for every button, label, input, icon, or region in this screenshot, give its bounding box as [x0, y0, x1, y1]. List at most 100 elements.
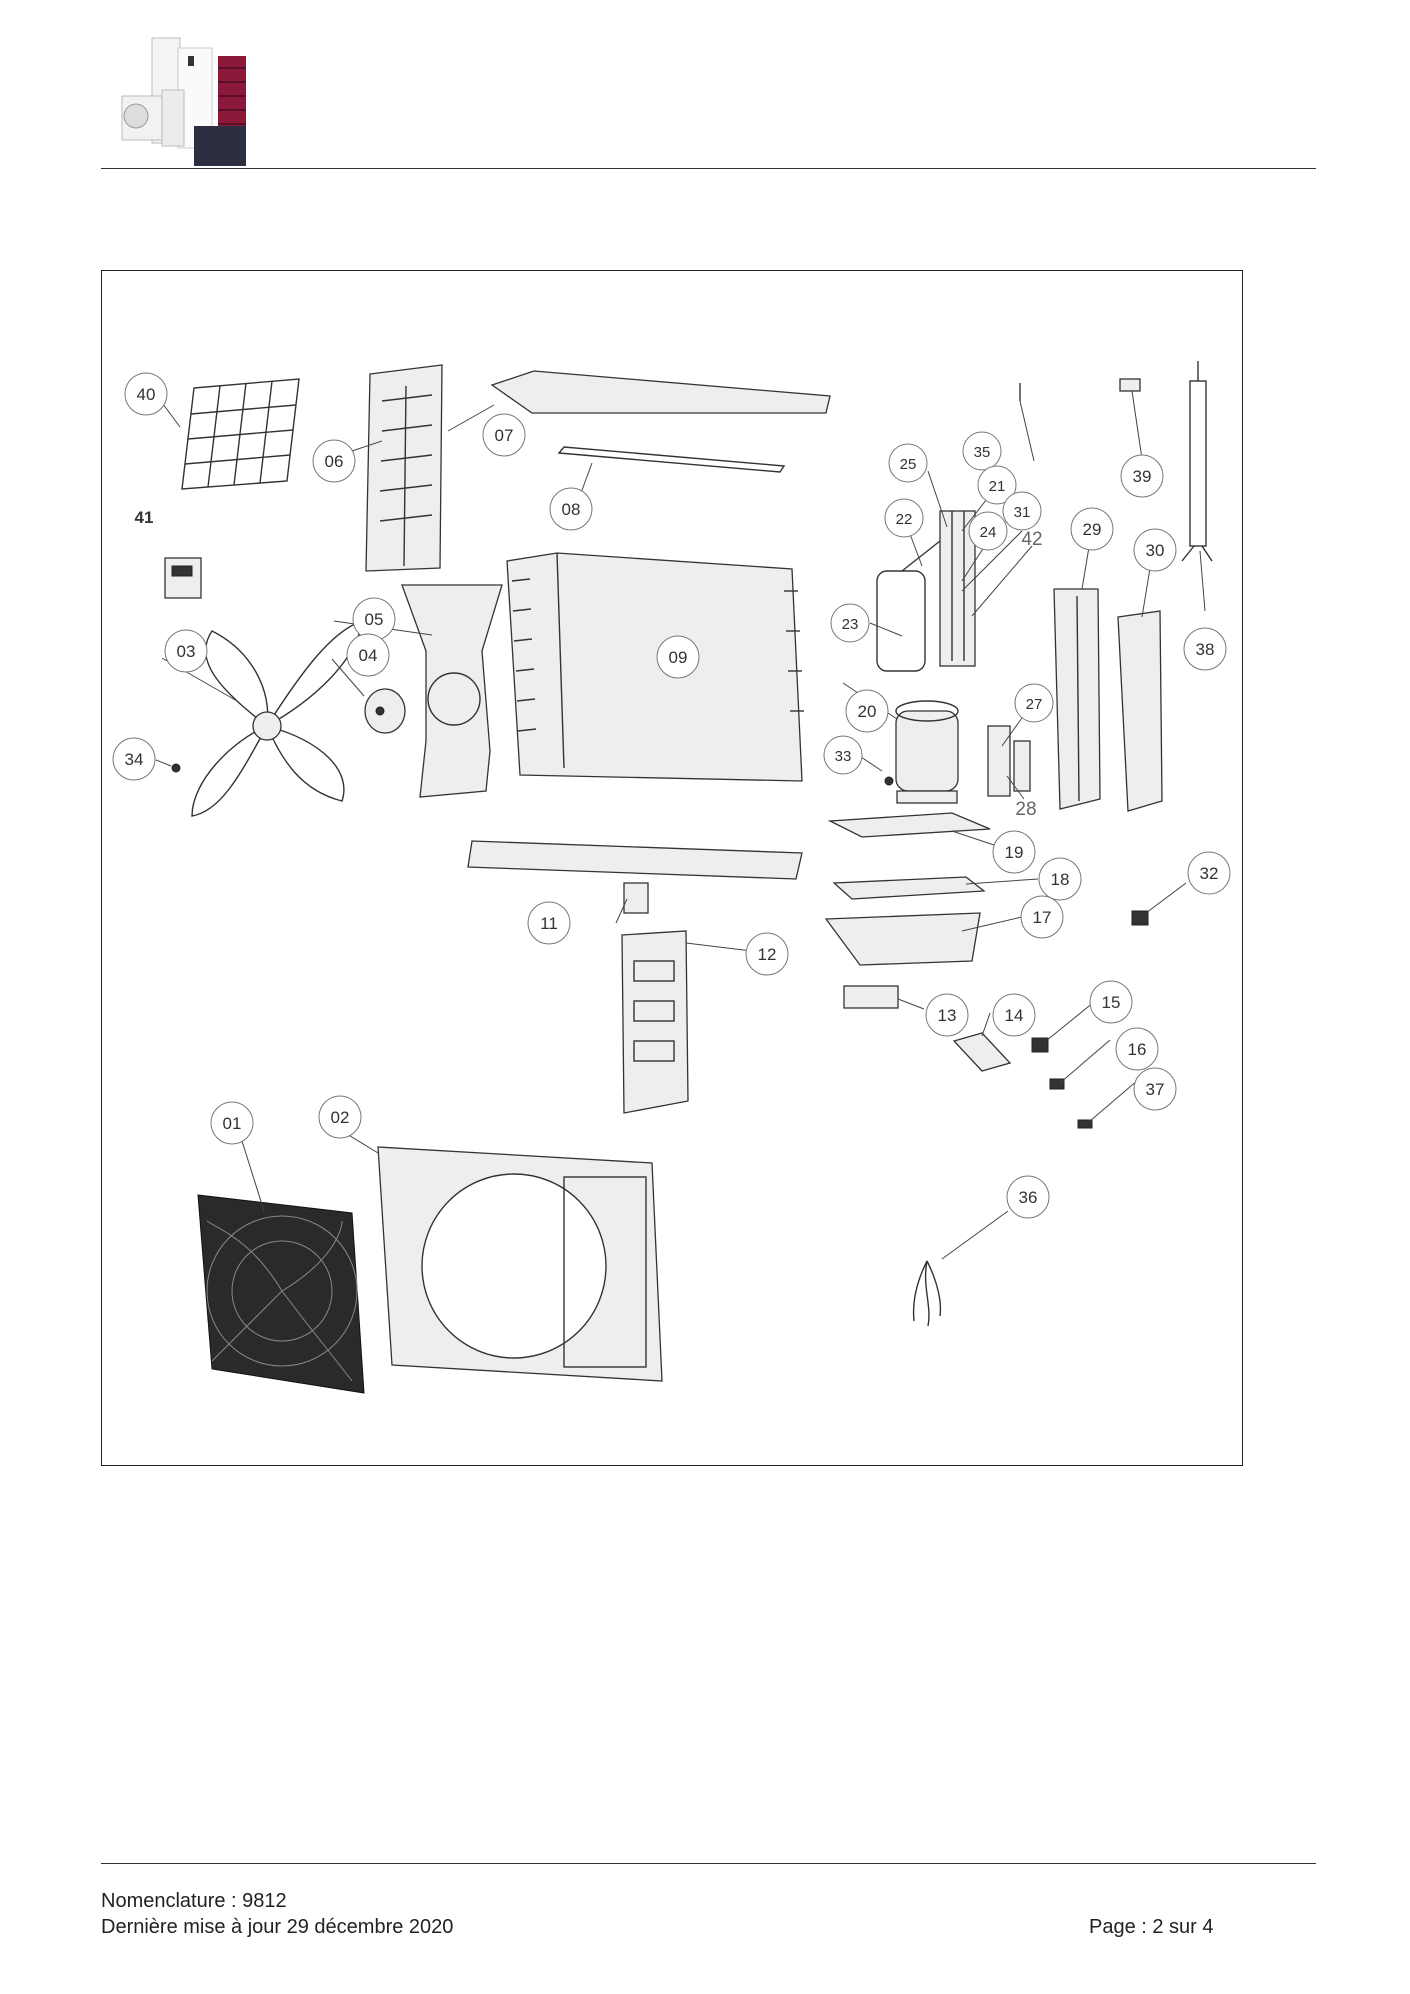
svg-text:23: 23 [842, 616, 859, 633]
part-sensor-cable-38 [1181, 361, 1213, 562]
part-bar-08 [557, 446, 786, 473]
part-heat-exchanger-09 [506, 552, 804, 782]
svg-text:33: 33 [835, 748, 852, 765]
callout-18: 18 [1038, 857, 1082, 901]
svg-text:22: 22 [896, 511, 913, 528]
callout-06: 06 [312, 439, 356, 483]
callout-30: 30 [1133, 528, 1177, 572]
svg-text:34: 34 [125, 750, 144, 769]
svg-text:16: 16 [1128, 1040, 1147, 1059]
svg-text:14: 14 [1005, 1006, 1024, 1025]
callout-37: 37 [1133, 1067, 1177, 1111]
callout-39: 39 [1120, 454, 1164, 498]
svg-text:36: 36 [1019, 1188, 1038, 1207]
svg-text:24: 24 [980, 524, 997, 541]
svg-text:17: 17 [1033, 908, 1052, 927]
svg-text:30: 30 [1146, 541, 1165, 560]
part-board-19 [827, 812, 991, 838]
part-front-grille-01 [197, 1194, 365, 1394]
svg-text:35: 35 [974, 444, 991, 461]
last-updated: Dernière mise à jour 29 décembre 2020 [101, 1916, 454, 1938]
svg-text:02: 02 [331, 1108, 350, 1127]
callout-17: 17 [1020, 895, 1064, 939]
svg-text:38: 38 [1196, 640, 1215, 659]
header-rule [101, 168, 1316, 169]
svg-text:04: 04 [359, 646, 378, 665]
page-number: Page : 2 sur 4 [1089, 1916, 1214, 1938]
part-board-14 [952, 1032, 1012, 1072]
svg-text:09: 09 [669, 648, 688, 667]
callout-24: 24 [968, 511, 1008, 551]
callout-05: 05 [352, 597, 396, 641]
callout-14: 14 [992, 993, 1036, 1037]
callout-03: 03 [164, 629, 208, 673]
callout-13: 13 [925, 993, 969, 1037]
callout-34: 34 [112, 737, 156, 781]
callout-07: 07 [482, 413, 526, 457]
part-valve-assembly [876, 383, 1021, 672]
svg-text:28: 28 [1015, 799, 1036, 820]
part-switch-32 [1131, 910, 1149, 926]
callout-21: 21 [977, 465, 1017, 505]
svg-text:20: 20 [858, 702, 877, 721]
part-front-panel-02 [377, 1146, 663, 1382]
leader-lines [145, 380, 1206, 1260]
exploded-view-diagram: 40 06 07 08 41 05 03 04 09 34 25 35 21 2… [101, 270, 1243, 1466]
svg-text:40: 40 [137, 385, 156, 404]
callout-16: 16 [1115, 1027, 1159, 1071]
svg-text:19: 19 [1005, 843, 1024, 862]
callout-38: 38 [1183, 627, 1227, 671]
callout-02: 02 [318, 1095, 362, 1139]
svg-text:41: 41 [135, 508, 154, 527]
part-partition-12 [621, 930, 689, 1114]
svg-text:37: 37 [1146, 1080, 1165, 1099]
part-sensor-15 [1031, 1037, 1049, 1053]
svg-text:21: 21 [989, 478, 1006, 495]
callout-23: 23 [830, 603, 870, 643]
part-nut-34 [171, 763, 181, 773]
svg-text:01: 01 [223, 1114, 242, 1133]
callout-25: 25 [888, 443, 928, 483]
callout-42: 42 [1021, 529, 1042, 550]
svg-text:07: 07 [495, 426, 514, 445]
svg-text:32: 32 [1200, 864, 1219, 883]
part-base-pan [467, 840, 803, 880]
part-compressor-20 [895, 700, 959, 804]
part-motor-bracket-05 [401, 584, 503, 798]
callout-22: 22 [884, 498, 924, 538]
part-brackets-27-28 [987, 725, 1031, 797]
callout-33: 33 [823, 735, 863, 775]
footer-rule [101, 1863, 1316, 1864]
callout-31: 31 [1002, 491, 1042, 531]
callout-27: 27 [1014, 683, 1054, 723]
svg-text:18: 18 [1051, 870, 1070, 889]
svg-text:42: 42 [1021, 529, 1042, 550]
svg-text:06: 06 [325, 452, 344, 471]
part-side-panel-29 [1053, 588, 1101, 810]
callout-36: 36 [1006, 1175, 1050, 1219]
callout-40: 40 [124, 372, 168, 416]
brand-logo [121, 37, 246, 166]
callout-01: 01 [210, 1101, 254, 1145]
part-sensor-37 [1077, 1119, 1093, 1129]
callout-35: 35 [962, 431, 1002, 471]
part-grille-40 [181, 378, 300, 490]
part-terminal-11 [623, 882, 649, 914]
svg-text:12: 12 [758, 945, 777, 964]
svg-text:15: 15 [1102, 993, 1121, 1012]
callout-20: 20 [845, 689, 889, 733]
callout-12: 12 [745, 932, 789, 976]
callout-11: 11 [527, 901, 571, 945]
part-fan-blade-03 [191, 619, 363, 817]
svg-text:08: 08 [562, 500, 581, 519]
svg-text:29: 29 [1083, 520, 1102, 539]
callout-15: 15 [1089, 980, 1133, 1024]
svg-text:03: 03 [177, 642, 196, 661]
callout-09: 09 [656, 635, 700, 679]
part-clip-39 [1119, 378, 1141, 392]
callout-32: 32 [1187, 851, 1231, 895]
part-top-cover-07 [490, 370, 831, 414]
svg-text:39: 39 [1133, 467, 1152, 486]
part-sensor-16 [1049, 1078, 1065, 1090]
callout-41: 41 [135, 508, 154, 527]
